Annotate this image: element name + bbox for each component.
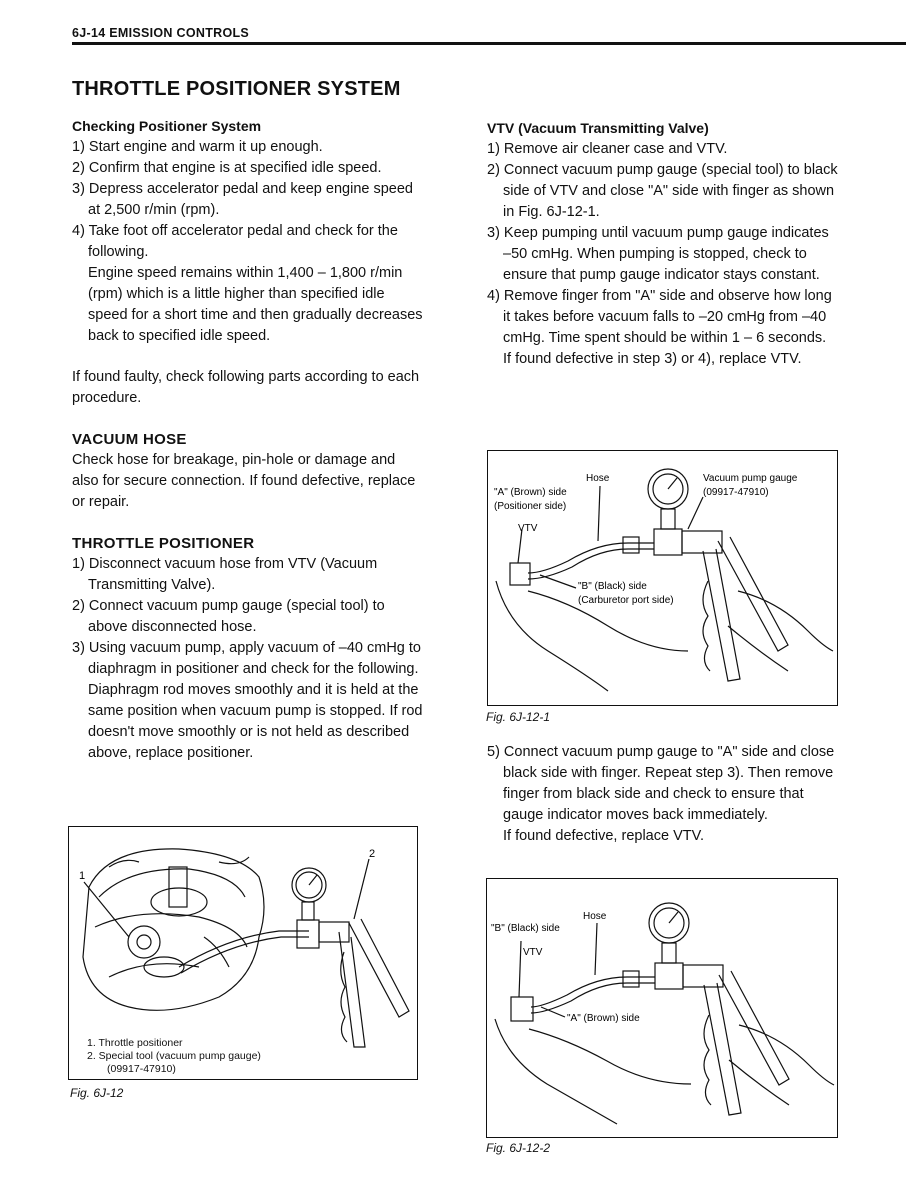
vtv-heading: VTV (Vacuum Transmitting Valve) bbox=[487, 120, 709, 136]
label-hose: Hose bbox=[586, 473, 610, 484]
label-b-side: "B" (Black) side bbox=[491, 923, 560, 934]
checking-step: 1) Start engine and warm it up enough. bbox=[72, 139, 323, 155]
label-b-side: "B" (Black) side bbox=[578, 581, 647, 592]
vtv-note: If found defective in step 3) or 4), rep… bbox=[503, 351, 802, 367]
label-positioner-side: (Positioner side) bbox=[494, 501, 566, 512]
vacuum-hose-heading: VACUUM HOSE bbox=[72, 431, 187, 448]
right-column-lower: 5) Connect vacuum pump gauge to "A" side… bbox=[487, 742, 839, 847]
label-a-side: "A" (Brown) side bbox=[567, 1013, 640, 1024]
checking-heading: Checking Positioner System bbox=[72, 118, 262, 134]
legend-item: 2. Special tool (vacuum pump gauge) bbox=[87, 1050, 261, 1062]
vtv-step-5: 5) Connect vacuum pump gauge to "A" side… bbox=[487, 744, 835, 823]
checking-step: 2) Confirm that engine is at specified i… bbox=[72, 160, 382, 176]
figure-caption: Fig. 6J-12-2 bbox=[486, 1141, 551, 1155]
left-column: Checking Positioner System 1) Start engi… bbox=[72, 116, 424, 764]
label-vtv: VTV bbox=[518, 523, 538, 534]
page-title: THROTTLE POSITIONER SYSTEM bbox=[72, 78, 401, 100]
figure-caption: Fig. 6J-12 bbox=[70, 1086, 124, 1100]
figure-vtv-check-1: Hose "A" (Brown) side (Positioner side) … bbox=[487, 450, 838, 706]
checking-note: Engine speed remains within 1,400 – 1,80… bbox=[88, 265, 423, 344]
figure-legend: 1. Throttle positioner 2. Special tool (… bbox=[87, 1037, 261, 1076]
callout-1: 1 bbox=[79, 870, 85, 882]
right-column: VTV (Vacuum Transmitting Valve) 1) Remov… bbox=[487, 118, 839, 370]
vtv-step: 4) Remove finger from "A" side and obser… bbox=[487, 288, 832, 346]
legend-item: 1. Throttle positioner bbox=[87, 1037, 183, 1049]
tp-step: 3) Using vacuum pump, apply vacuum of –4… bbox=[72, 640, 423, 761]
vtv-step: 2) Connect vacuum pump gauge (special to… bbox=[487, 162, 838, 220]
label-vtv: VTV bbox=[523, 947, 543, 958]
faulty-text: If found faulty, check following parts a… bbox=[72, 369, 420, 406]
vacuum-hose-text: Check hose for breakage, pin-hole or dam… bbox=[72, 452, 416, 510]
vtv-pump-illustration-1: Hose "A" (Brown) side (Positioner side) … bbox=[494, 468, 834, 692]
checking-step: 4) Take foot off accelerator pedal and c… bbox=[72, 223, 398, 260]
vtv-step: 3) Keep pumping until vacuum pump gauge … bbox=[487, 225, 829, 283]
figure-vtv-check-2: Hose "B" (Black) side VTV "A" (Brown) si… bbox=[486, 878, 838, 1138]
tp-step: 1) Disconnect vacuum hose from VTV (Vacu… bbox=[72, 556, 378, 593]
figure-caption: Fig. 6J-12-1 bbox=[486, 710, 551, 724]
header-rule bbox=[72, 42, 906, 45]
throttle-positioner-heading: THROTTLE POSITIONER bbox=[72, 535, 255, 552]
vtv-step-5-note: If found defective, replace VTV. bbox=[503, 828, 704, 844]
label-gauge: Vacuum pump gauge bbox=[703, 473, 798, 484]
checking-step: 3) Depress accelerator pedal and keep en… bbox=[72, 181, 413, 218]
vtv-step: 1) Remove air cleaner case and VTV. bbox=[487, 141, 728, 157]
label-hose: Hose bbox=[583, 911, 607, 922]
page-header: 6J-14 EMISSION CONTROLS bbox=[72, 26, 250, 40]
label-a-side: "A" (Brown) side bbox=[494, 487, 567, 498]
tp-step: 2) Connect vacuum pump gauge (special to… bbox=[72, 598, 385, 635]
callout-2: 2 bbox=[369, 848, 375, 860]
figure-throttle-positioner: 1 2 1. Throttle positioner 2. Special to… bbox=[68, 826, 418, 1080]
legend-item: (09917-47910) bbox=[107, 1063, 176, 1075]
label-gauge-number: (09917-47910) bbox=[703, 487, 769, 498]
vtv-pump-illustration-2: Hose "B" (Black) side VTV "A" (Brown) si… bbox=[491, 902, 835, 1125]
label-carburetor-side: (Carburetor port side) bbox=[578, 595, 674, 606]
engine-illustration: 1 2 bbox=[79, 848, 410, 1048]
